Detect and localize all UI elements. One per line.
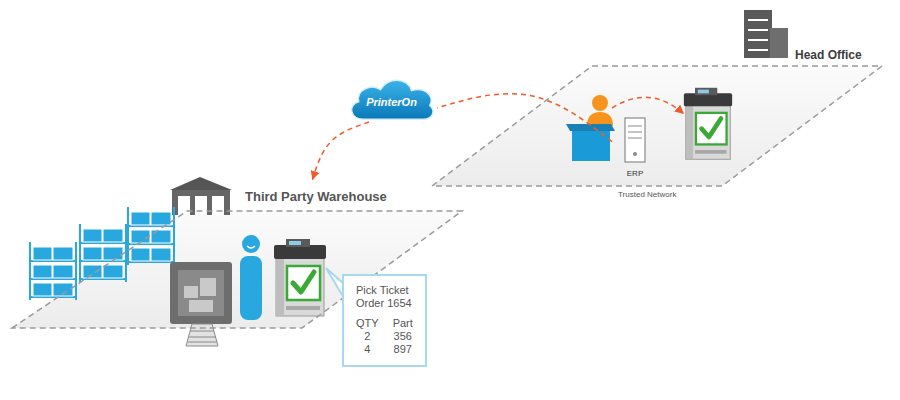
ticket-heading: Pick Ticket [356,284,413,296]
office-building-icon [744,10,788,58]
packing-station [170,262,232,346]
printer-icon [684,88,732,159]
zone-heading: Third Party Warehouse [245,189,387,204]
flow-connector [312,122,369,180]
server-icon [612,114,658,178]
table-cell: 2 [356,330,379,342]
flow-connector [437,94,612,142]
network-zone: Third Party WarehousePick TicketOrder 16… [8,180,470,330]
node-label: PrinterOn [366,96,417,108]
zone-outline [428,40,890,200]
zone-label: Trusted Network [618,190,676,199]
person-figure [240,235,262,320]
table-cell: 356 [393,330,413,342]
node-label: ERP [608,169,662,178]
table-cell: 897 [393,343,413,355]
table-cell: 4 [356,343,379,355]
cloud-service: PrinterOn [346,76,437,122]
table-cell: Part [393,317,413,329]
desk-worker [566,95,615,161]
table-cell: QTY [356,317,379,329]
network-zone: Head OfficeTrusted Network ERP [428,40,890,200]
warehouse-building-icon [170,177,232,215]
print-arrow [612,97,684,114]
erp-server: ERP [612,114,658,178]
printer-icon [274,239,326,316]
zone-heading: Head Office [795,48,862,62]
plane-ground [432,66,882,186]
shelf-rack [128,207,174,265]
ticket-heading: Order 1654 [356,297,413,309]
pick-ticket: Pick TicketOrder 1654QTY Part 2 356 4 897 [342,274,427,367]
shelf-rack [80,224,126,282]
shelf-rack [30,242,76,300]
